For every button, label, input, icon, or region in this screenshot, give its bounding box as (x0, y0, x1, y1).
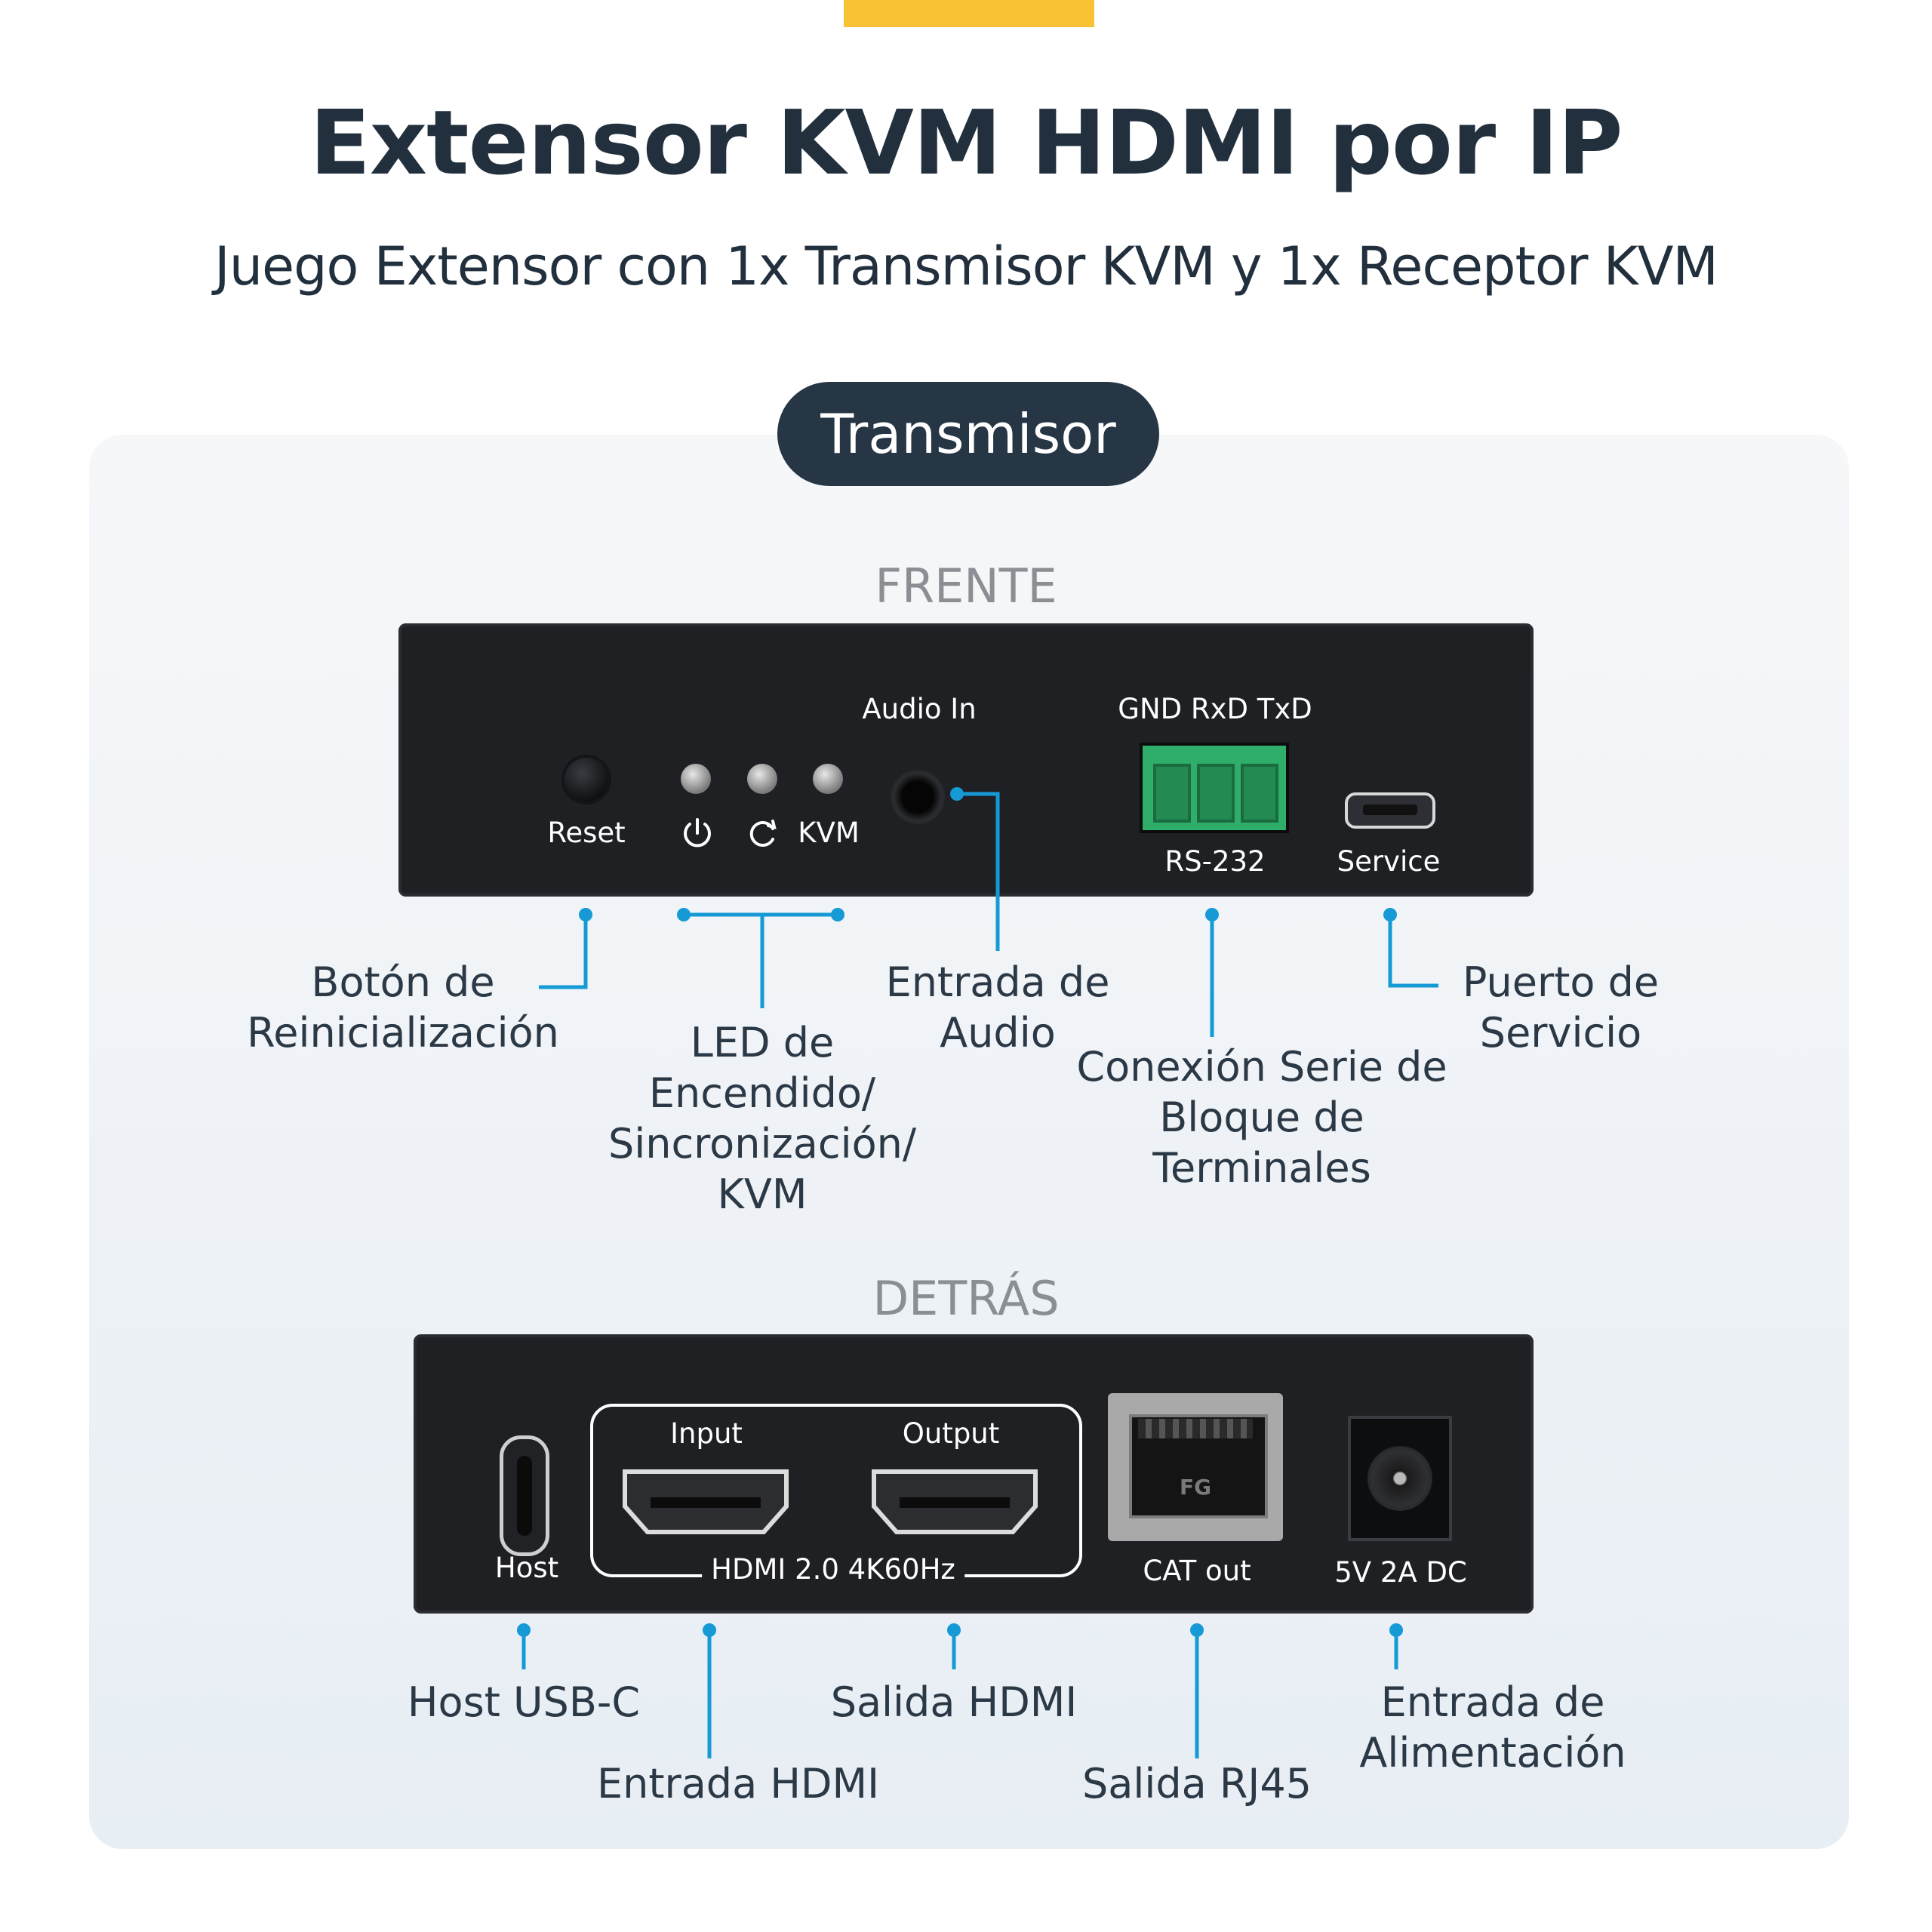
callout-host-usbc: Host USB-C (407, 1678, 641, 1726)
reset-button[interactable] (565, 758, 608, 801)
power-led (681, 764, 711, 794)
back-section-label: DETRÁS (872, 1271, 1060, 1326)
callout-hdmi-input: Entrada HDMI (596, 1760, 880, 1807)
terminal-block (1140, 743, 1289, 833)
page-subtitle: Juego Extensor con 1x Transmisor KVM y 1… (214, 235, 1718, 297)
micro-usb-service-port (1345, 792, 1435, 829)
sync-icon (749, 820, 777, 847)
rs232-label: RS-232 (1164, 845, 1266, 878)
hdmi-input-label: Input (670, 1417, 743, 1450)
transmitter-badge: Transmisor (777, 382, 1159, 486)
terminal-pins-label: GND RxD TxD (1118, 693, 1312, 725)
host-label: Host (494, 1552, 559, 1584)
accent-bar (844, 0, 1094, 27)
sync-led (747, 764, 777, 794)
callout-status-leds: LED de Encendido/ Sincronización/ KVM (608, 1019, 917, 1218)
hdmi-input-port (623, 1469, 789, 1534)
callout-reset-button: Botón de Reinicialización (247, 958, 559, 1057)
hdmi-spec-label: HDMI 2.0 4K60Hz (702, 1553, 964, 1586)
service-label: Service (1337, 845, 1441, 878)
callout-hdmi-output: Salida HDMI (830, 1678, 1078, 1726)
callout-audio-input: Entrada de Audio (885, 958, 1110, 1057)
front-section-label: FRENTE (875, 558, 1057, 614)
callout-rj45-output: Salida RJ45 (1081, 1760, 1312, 1807)
kvm-led (813, 764, 843, 794)
rj45-port: FG (1108, 1393, 1283, 1541)
kvm-led-label: KVM (798, 817, 860, 849)
cat-out-label: CAT out (1143, 1555, 1251, 1587)
page-title: Extensor KVM HDMI por IP (309, 91, 1623, 195)
hdmi-output-port (872, 1469, 1038, 1534)
power-icon (684, 818, 711, 848)
hdmi-output-label: Output (902, 1417, 1000, 1450)
callout-service-port: Puerto de Servicio (1462, 958, 1660, 1057)
power-label: 5V 2A DC (1334, 1556, 1467, 1589)
rj45-mark: FG (1179, 1475, 1212, 1500)
callout-serial-terminal: Conexión Serie de Bloque de Terminales (1076, 1043, 1447, 1192)
usb-c-port (500, 1435, 549, 1556)
dc-power-jack (1348, 1416, 1452, 1541)
reset-label: Reset (547, 817, 626, 849)
callout-power-input: Entrada de Alimentación (1359, 1678, 1626, 1777)
audio-in-label: Audio In (862, 693, 977, 725)
audio-jack (891, 770, 945, 824)
